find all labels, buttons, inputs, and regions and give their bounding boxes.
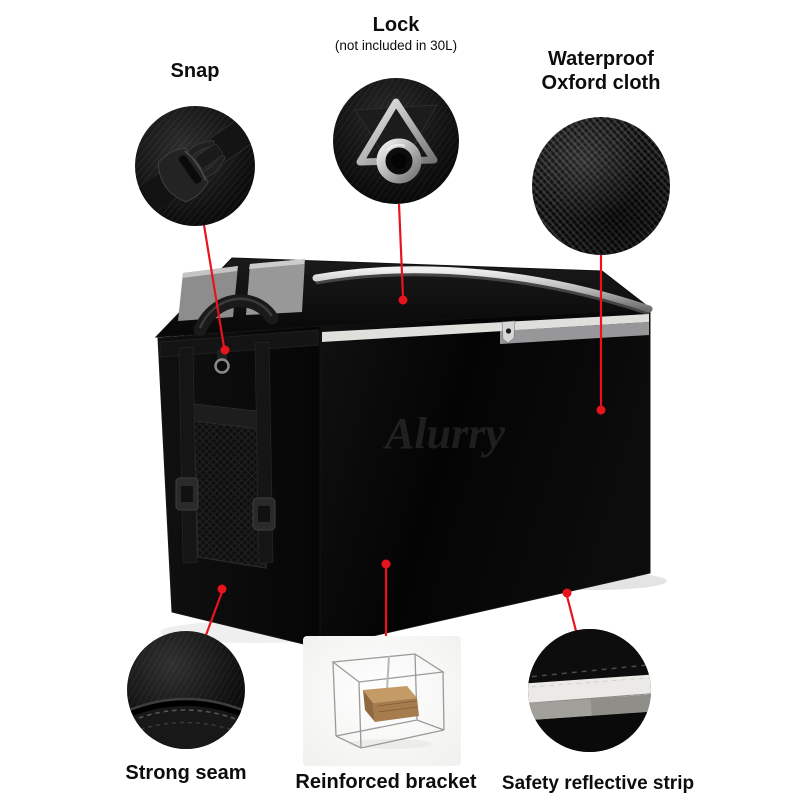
bracket-frame-icon <box>303 636 461 766</box>
seam-icon <box>127 631 245 749</box>
reflective-strip-icon <box>528 629 651 752</box>
leader-dot-strong-seam <box>217 584 227 594</box>
waterproof-cloth-photo <box>532 117 670 255</box>
d-ring-icon <box>214 358 230 374</box>
reflective-strip-label: Safety reflective strip <box>501 773 695 794</box>
leader-dot-lock <box>398 295 408 305</box>
leader-dot-snap <box>220 345 230 355</box>
lock-note: (not included in 30L) <box>334 38 458 53</box>
carry-handle <box>193 294 279 337</box>
leader-dot-bracket <box>381 559 391 569</box>
watermark-text: Alurry <box>382 409 505 458</box>
chrome-rail <box>312 266 653 316</box>
strong-seam-photo <box>127 631 245 749</box>
leader-lines <box>202 203 603 636</box>
lock-tab <box>501 320 516 344</box>
reinforced-bracket-photo <box>303 636 461 766</box>
reflective-strip-front <box>322 314 649 344</box>
lock-label: Lock <box>372 14 420 36</box>
strong-seam-label: Strong seam <box>125 762 247 784</box>
leader-line-strip <box>565 595 578 632</box>
snap-buckle-icon <box>135 106 255 226</box>
reflective-strip-photo <box>528 629 651 752</box>
leader-dots <box>217 295 606 598</box>
reinforced-bracket-label: Reinforced bracket <box>295 771 477 793</box>
side-straps <box>175 341 276 565</box>
wood-block <box>363 686 419 722</box>
leader-line-strong-seam <box>204 591 224 636</box>
snap-detail-photo <box>135 106 255 226</box>
leader-dot-waterproof <box>596 405 606 415</box>
leader-line-lock <box>397 203 405 298</box>
waterproof-label: Waterproof Oxford cloth <box>541 48 661 95</box>
snap-label: Snap <box>170 60 220 82</box>
side-pocket <box>193 403 267 569</box>
leader-line-snap <box>202 224 226 348</box>
lock-detail-photo <box>333 78 459 204</box>
left-face-details <box>159 329 319 569</box>
lock-ring-icon <box>333 78 459 204</box>
leader-dot-strip <box>562 588 572 598</box>
delivery-box: Alurry <box>154 257 653 649</box>
